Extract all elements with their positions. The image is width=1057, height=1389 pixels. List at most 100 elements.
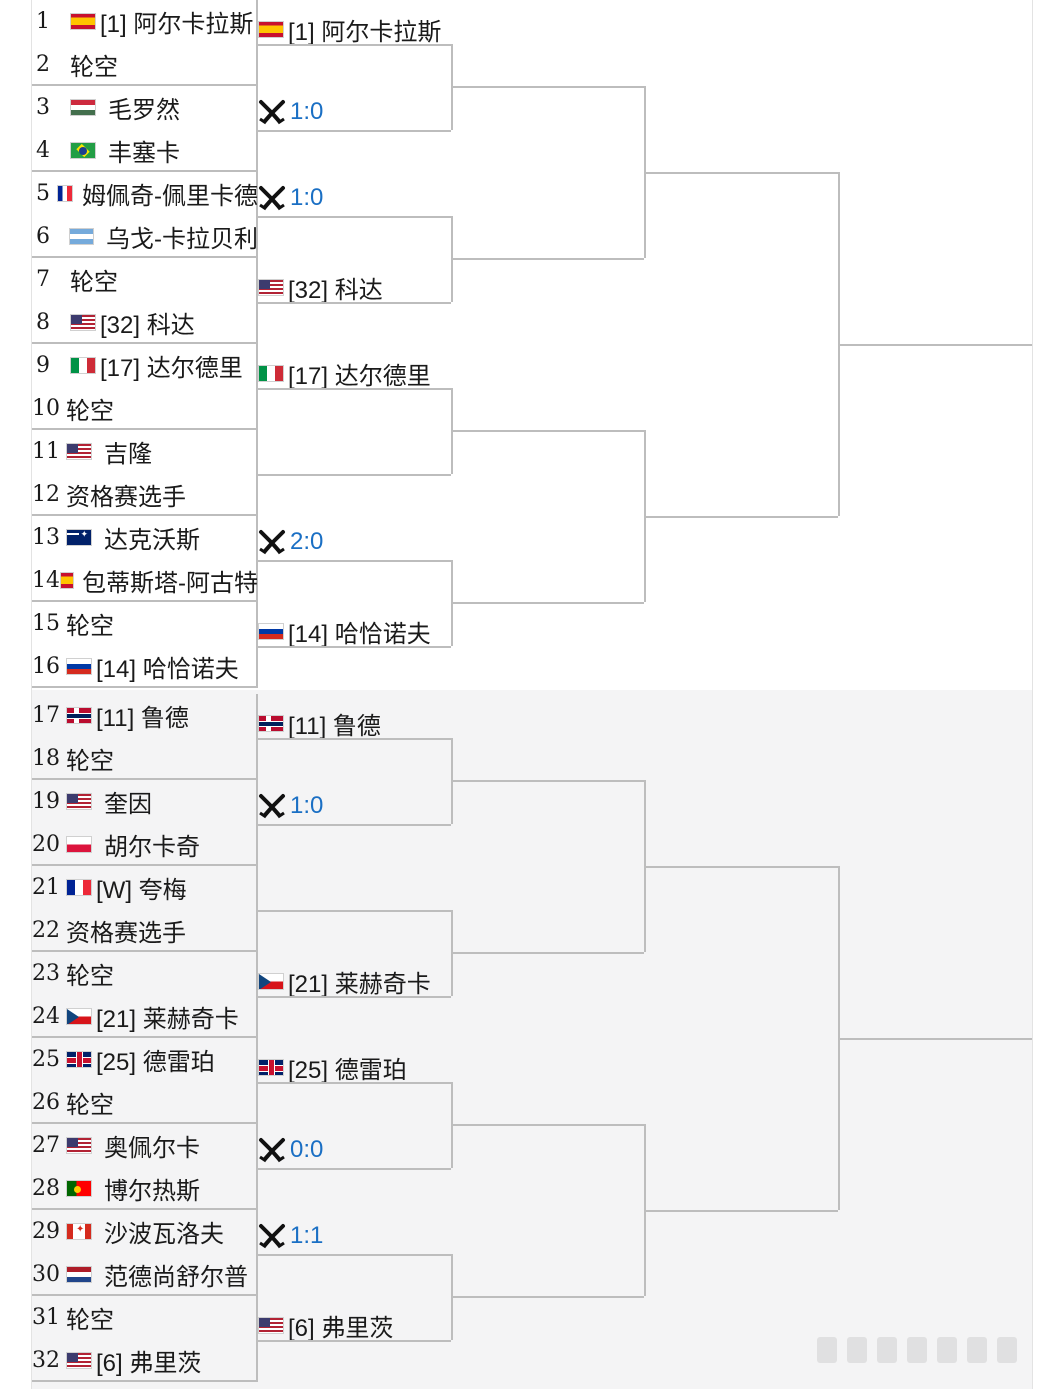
player-name: 博尔热斯: [104, 1178, 200, 1205]
player-name: 轮空: [66, 1092, 114, 1119]
player-name: [32] 科达: [100, 312, 195, 339]
player-name: [1] 阿尔卡拉斯: [100, 11, 254, 38]
advanced-player[interactable]: [21] 莱赫奇卡: [258, 964, 431, 999]
match-score: 0:0: [290, 1136, 324, 1163]
bracket-line: [451, 388, 453, 474]
player-name: 达克沃斯: [104, 527, 200, 554]
player-row[interactable]: 8[32] 科达: [32, 301, 258, 344]
seed-number: 1: [36, 9, 50, 34]
nor-flag-icon: [258, 715, 284, 732]
bracket-line: [258, 910, 451, 912]
usa-flag-icon: [70, 314, 96, 331]
seed-number: 10: [32, 396, 60, 421]
player-row[interactable]: 24[21] 莱赫奇卡: [32, 995, 258, 1038]
player-row[interactable]: 29沙波瓦洛夫: [32, 1210, 258, 1253]
advanced-player[interactable]: [25] 德雷珀: [258, 1050, 407, 1085]
seed-number: 5: [36, 181, 50, 206]
player-name: [21] 莱赫奇卡: [288, 971, 431, 998]
player-name: [14] 哈恰诺夫: [288, 621, 431, 648]
ned-flag-icon: [66, 1266, 92, 1283]
bracket-line: [258, 646, 451, 648]
seed-number: 29: [32, 1219, 60, 1244]
ita-flag-icon: [258, 365, 284, 382]
advanced-player[interactable]: [14] 哈恰诺夫: [258, 614, 431, 649]
match-result[interactable]: 2:0: [258, 528, 323, 556]
player-row[interactable]: 17[11] 鲁德: [32, 694, 258, 737]
bracket-line: [646, 516, 838, 518]
bracket-line: [258, 44, 451, 46]
bracket-line: [646, 1210, 838, 1212]
player-row[interactable]: 9[17] 达尔德里: [32, 344, 258, 387]
esp-flag-icon: [258, 21, 284, 38]
match-box: [32, 86, 258, 172]
bracket-line: [646, 172, 838, 174]
player-row[interactable]: 32[6] 弗里茨: [32, 1339, 258, 1382]
player-row[interactable]: 21 [W] 夸梅: [32, 866, 258, 909]
match-result[interactable]: 1:0: [258, 792, 323, 820]
bracket-line: [258, 474, 451, 476]
bracket-line: [453, 602, 644, 604]
player-row[interactable]: 13达克沃斯: [32, 516, 258, 559]
match-result[interactable]: 1:0: [258, 98, 323, 126]
aus-flag-icon: [66, 529, 92, 546]
usa-flag-icon: [66, 1352, 92, 1369]
crossed-swords-icon: [258, 1137, 286, 1163]
usa-flag-icon: [66, 793, 92, 810]
crossed-swords-icon: [258, 1223, 286, 1249]
player-name: [25] 德雷珀: [96, 1049, 215, 1076]
bracket-line: [258, 1168, 451, 1170]
hun-flag-icon: [70, 99, 96, 116]
player-row[interactable]: 1 [1] 阿尔卡拉斯: [32, 0, 258, 43]
player-name: 乌戈-卡拉贝利: [105, 226, 258, 253]
player-row[interactable]: 16[14] 哈恰诺夫: [32, 645, 258, 688]
player-name: [W] 夸梅: [96, 877, 187, 904]
advanced-player[interactable]: [1] 阿尔卡拉斯: [258, 12, 441, 47]
bracket-line: [838, 172, 840, 516]
advanced-player[interactable]: [6] 弗里茨: [258, 1308, 393, 1343]
seed-number: 21: [32, 875, 60, 900]
match-result[interactable]: 1:1: [258, 1222, 323, 1250]
cze-flag-icon: [258, 973, 284, 990]
bracket-line: [453, 430, 644, 432]
match-box: [32, 258, 258, 344]
match-score: 1:0: [290, 184, 324, 211]
seed-number: 15: [32, 611, 60, 636]
match-result[interactable]: 0:0: [258, 1136, 323, 1164]
player-name: [32] 科达: [288, 277, 383, 304]
watermark: [817, 1337, 1037, 1367]
match-score: 1:0: [290, 98, 324, 125]
seed-number: 23: [32, 961, 60, 986]
advanced-player[interactable]: [17] 达尔德里: [258, 356, 431, 391]
bracket-line: [258, 738, 451, 740]
match-score: 1:0: [290, 792, 324, 819]
advanced-player[interactable]: [11] 鲁德: [258, 706, 381, 741]
bracket-line: [258, 560, 451, 562]
player-name: 轮空: [66, 398, 114, 425]
bracket-line: [838, 866, 840, 1210]
advanced-player[interactable]: [32] 科达: [258, 270, 383, 305]
match-result[interactable]: 1:0: [258, 184, 323, 212]
player-name: [14] 哈恰诺夫: [96, 656, 239, 683]
player-row[interactable]: 25[25] 德雷珀: [32, 1038, 258, 1081]
